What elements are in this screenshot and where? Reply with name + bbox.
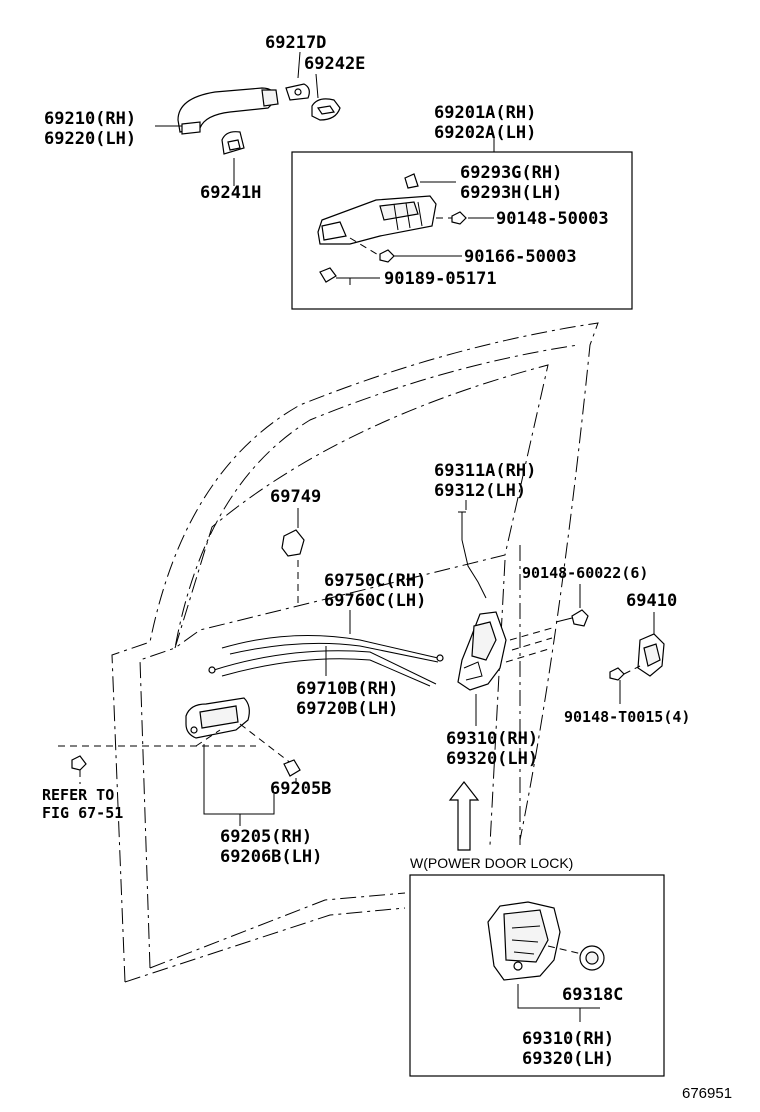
label-90166-50003: 90166-50003 [464,247,577,267]
label-69318C: 69318C [562,985,623,1005]
power-lock-box [409,874,665,1077]
screw-refer [71,755,87,771]
figure-number: 676951 [682,1085,732,1102]
handle-cap-69217D [285,83,310,101]
label-69320-lh: 69320(LH) [446,749,538,769]
screw-90148-T0015 [609,665,641,681]
cables-69750C-69710B [208,635,444,687]
label-69312-lh: 69312(LH) [434,481,526,501]
clip-69749 [281,529,305,557]
label-69311A-rh: 69311A(RH) [434,461,536,481]
label-69310-rh: 69310(RH) [446,729,538,749]
label-refer-fig: FIG 67-51 [42,804,123,822]
label-90148-T0015: 90148-T0015(4) [564,708,690,726]
inside-handle-69205 [185,697,250,739]
label-69750C-rh: 69750C(RH) [324,571,426,591]
label-69205B: 69205B [270,779,331,799]
label-69749: 69749 [270,487,321,507]
striker-69410 [637,633,665,677]
clip-69293G [404,173,419,189]
label-power-door-lock: W(POWER DOOR LOCK) [410,855,573,871]
label-69293G-rh: 69293G(RH) [460,163,562,183]
label-90189-05171: 90189-05171 [384,269,497,289]
screw-90148-60022 [555,609,589,627]
pad-69242E [311,98,341,121]
label-69220-lh: 69220(LH) [44,129,136,149]
pad-69241H [221,131,245,155]
outside-handle-69210 [177,87,279,135]
frame-box [291,151,633,310]
label-69202A-lh: 69202A(LH) [434,123,536,143]
label-69320-lh-box: 69320(LH) [522,1049,614,1069]
rod-69311A [458,511,487,599]
label-69293H-lh: 69293H(LH) [460,183,562,203]
label-69720B-lh: 69720B(LH) [296,699,398,719]
cap-69318C [579,945,605,971]
screw-90148-50003 [451,211,467,225]
label-69205-rh: 69205(RH) [220,827,312,847]
label-69760C-lh: 69760C(LH) [324,591,426,611]
label-90148-60022: 90148-60022(6) [522,564,648,582]
arrow [448,781,480,851]
cap-69205B [283,759,301,777]
label-69242E: 69242E [304,54,365,74]
label-69241H: 69241H [200,183,261,203]
door-outline [111,322,599,983]
label-69210-rh: 69210(RH) [44,109,136,129]
label-90148-50003: 90148-50003 [496,209,609,229]
door-lock-69310 [457,611,507,691]
label-69206B-lh: 69206B(LH) [220,847,322,867]
clip-90189-05171 [319,267,337,283]
label-69710B-rh: 69710B(RH) [296,679,398,699]
label-69410: 69410 [626,591,677,611]
label-refer-to: REFER TO [42,786,114,804]
outside-handle-frame-69201A [317,195,437,245]
label-69310-rh-box: 69310(RH) [522,1029,614,1049]
power-door-lock-69310 [487,901,561,981]
screw-90166-50003 [379,249,395,263]
label-69201A-rh: 69201A(RH) [434,103,536,123]
label-69217D: 69217D [265,33,326,53]
